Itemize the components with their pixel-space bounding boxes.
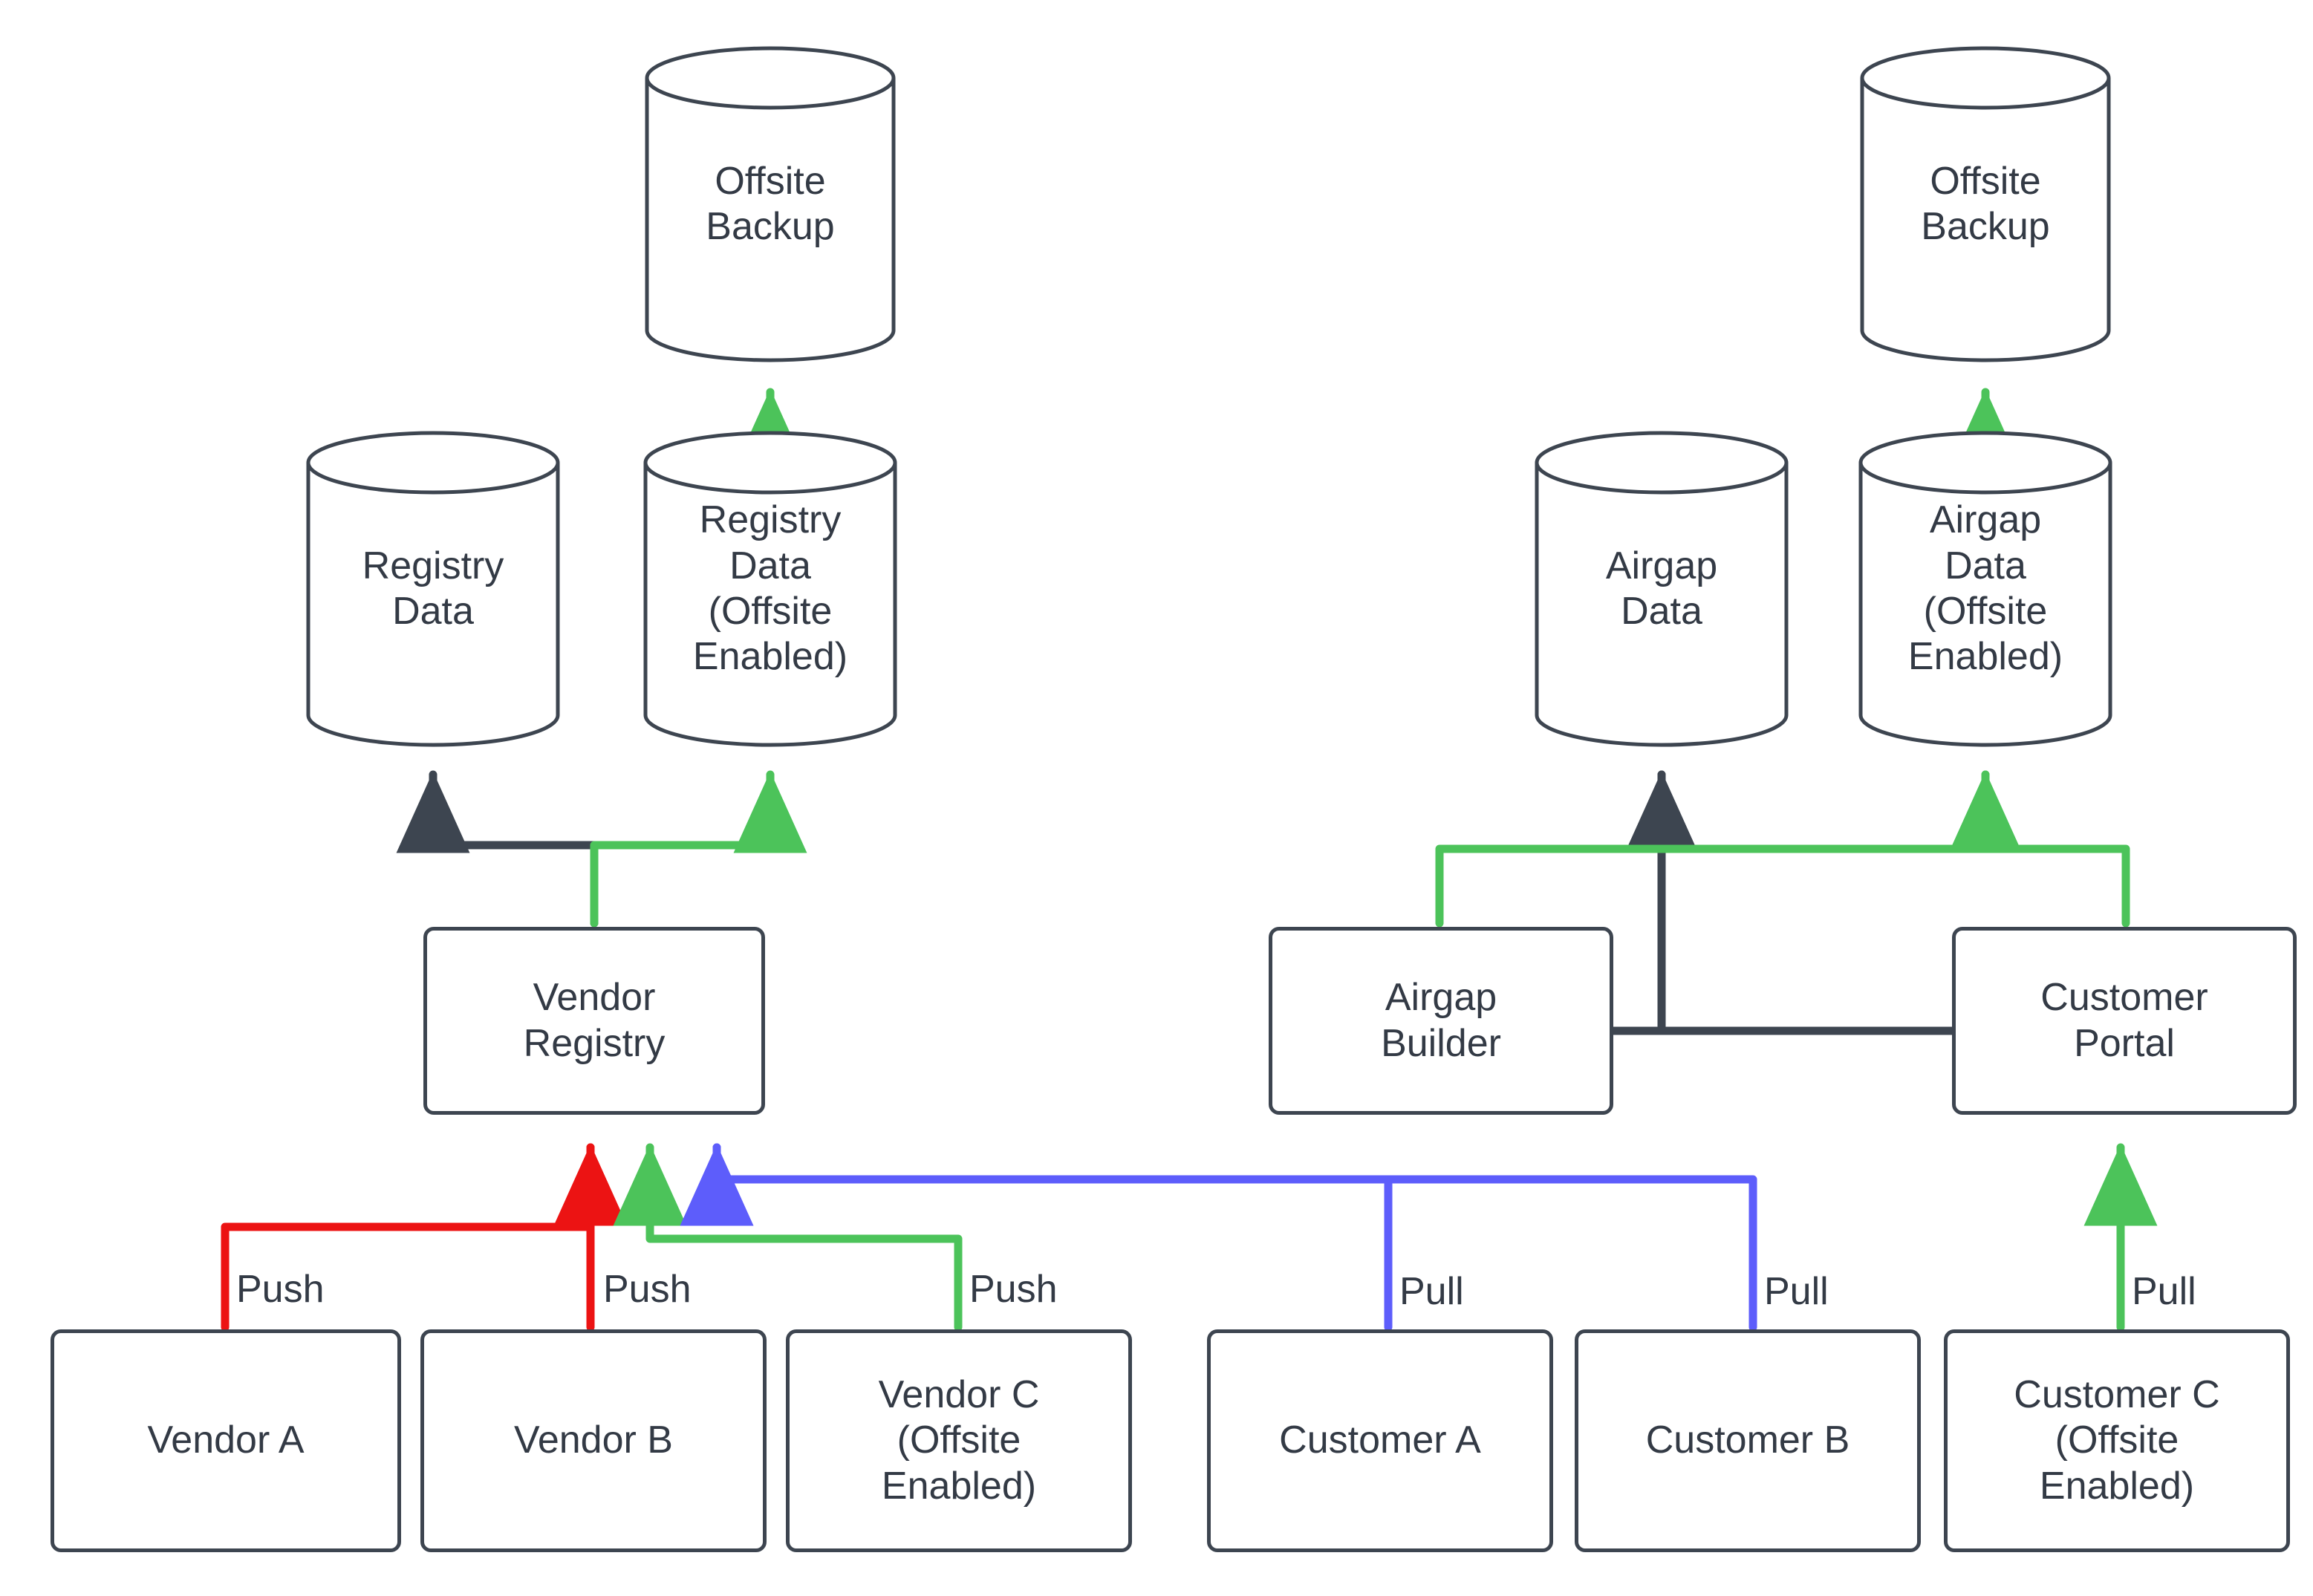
node-label: Customer A <box>1279 1419 1481 1462</box>
node-vendor-registry[interactable]: Vendor Registry <box>423 927 765 1115</box>
edge-label-vendor-b-push: Push <box>603 1268 692 1311</box>
edge-customerb-to-vendorregistry <box>680 1143 1757 1332</box>
node-vendor-c[interactable]: Vendor C (Offsite Enabled) <box>786 1329 1132 1552</box>
cylinder-shape <box>1535 431 1789 747</box>
cylinder-shape <box>306 431 560 747</box>
edge-customerportal-to-airgapdataoffsite <box>1948 770 2130 928</box>
node-airgap-data[interactable]: Airgap Data <box>1533 429 1790 749</box>
node-customer-a[interactable]: Customer A <box>1207 1329 1553 1552</box>
node-customer-portal[interactable]: Customer Portal <box>1952 927 2297 1115</box>
edge-vendorregistry-to-registrydataoffsite <box>590 770 807 928</box>
node-customer-b[interactable]: Customer B <box>1575 1329 1921 1552</box>
node-registry-data-offsite[interactable]: Registry Data (Offsite Enabled) <box>642 429 899 749</box>
node-offsite-backup-left[interactable]: Offsite Backup <box>643 45 897 364</box>
cylinder-shape <box>1858 431 2112 747</box>
cylinder-shape <box>643 431 897 747</box>
edge-vendorc-to-vendorregistry <box>613 1143 963 1332</box>
edge-customerportal-to-airgapdata <box>1624 770 1956 1035</box>
cylinder-shape <box>1860 46 2111 362</box>
node-label: Customer Portal <box>2040 976 2208 1065</box>
node-vendor-a[interactable]: Vendor A <box>51 1329 401 1552</box>
node-airgap-data-offsite[interactable]: Airgap Data (Offsite Enabled) <box>1857 429 2114 749</box>
edge-vendorregistry-to-registrydata <box>396 770 599 928</box>
node-airgap-builder[interactable]: Airgap Builder <box>1269 927 1613 1115</box>
edge-label-vendor-c-push: Push <box>969 1268 1058 1311</box>
node-label: Customer B <box>1645 1419 1850 1462</box>
node-registry-data[interactable]: Registry Data <box>305 429 562 749</box>
node-label: Airgap Builder <box>1381 976 1501 1065</box>
edge-airgapbuilder-to-airgapdataoffsite <box>1435 770 2023 928</box>
node-label: Vendor C (Offsite Enabled) <box>878 1372 1040 1508</box>
node-label: Customer C (Offsite Enabled) <box>2014 1372 2220 1508</box>
edge-label-vendor-a-push: Push <box>236 1268 325 1311</box>
node-label: Vendor A <box>147 1419 305 1462</box>
node-customer-c[interactable]: Customer C (Offsite Enabled) <box>1944 1329 2290 1552</box>
node-label: Vendor Registry <box>523 976 666 1065</box>
node-offsite-backup-right[interactable]: Offsite Backup <box>1858 45 2112 364</box>
edge-label-customer-c-pull: Pull <box>2132 1270 2196 1313</box>
cylinder-shape <box>645 46 896 362</box>
edge-airgapbuilder-to-airgapdata <box>1609 770 1699 1035</box>
node-label: Vendor B <box>514 1419 673 1462</box>
edge-label-customer-b-pull: Pull <box>1764 1270 1829 1313</box>
node-vendor-b[interactable]: Vendor B <box>420 1329 767 1552</box>
edge-label-customer-a-pull: Pull <box>1399 1270 1464 1313</box>
